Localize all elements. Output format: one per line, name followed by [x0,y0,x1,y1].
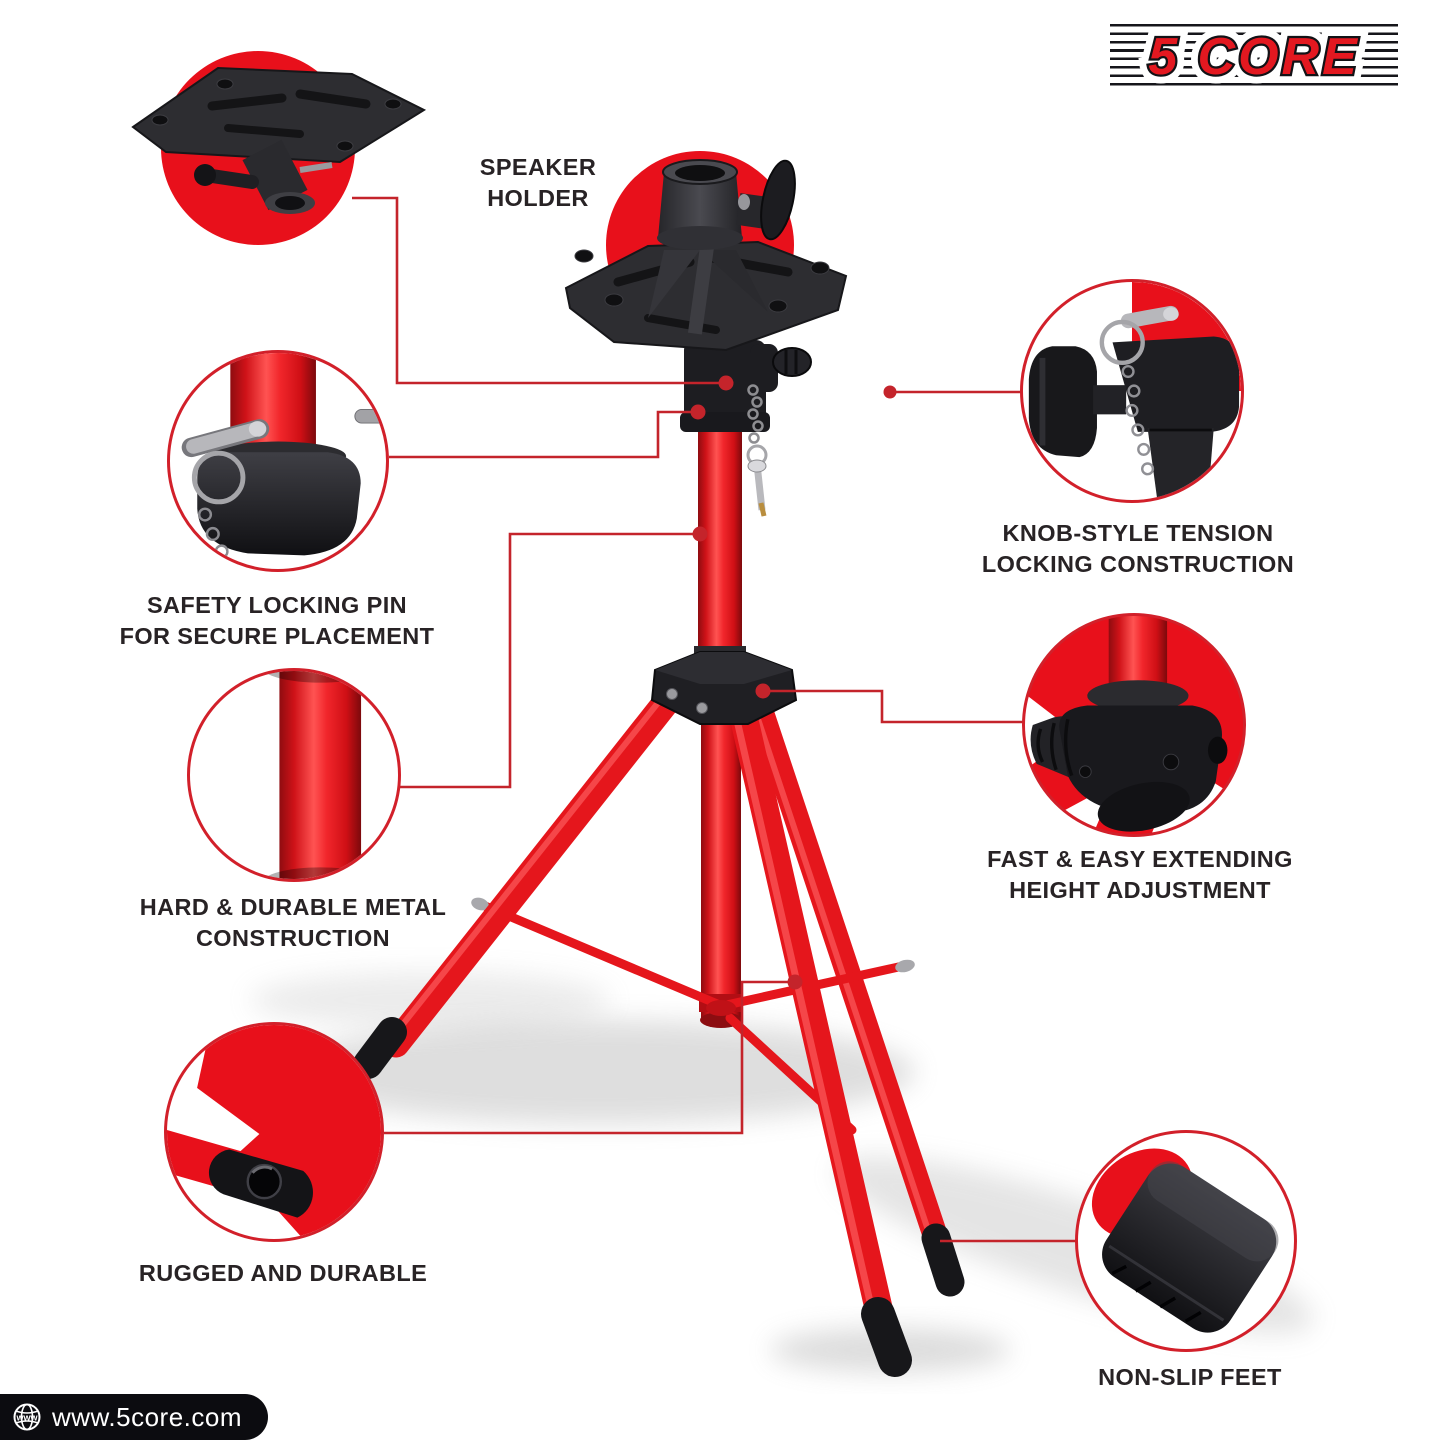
connector-rugged [384,980,795,1135]
callout-rugged-joint [164,1022,384,1242]
connector-safety-pin [389,410,698,459]
callout-tension-knob [1020,279,1244,503]
callout-safety-pin [167,350,389,572]
connector-height [763,689,1023,724]
label-feet: NON-SLIP FEET [1098,1364,1282,1390]
rear-foot-cap [921,1223,965,1297]
lower-pole [701,712,741,1020]
logo-halo: 5 CORE [1148,28,1360,86]
label-metal: HARD & DURABLE METAL CONSTRUCTION [139,894,447,952]
callout-metal-pole [187,668,401,882]
safety-pin [747,459,767,517]
connector-metal [400,532,700,789]
callout-nonslip-foot [1075,1130,1297,1352]
label-knob: KNOB-STYLE TENSION LOCKING CONSTRUCTION [981,520,1295,578]
label-height: FAST & EASY EXTENDING HEIGHT ADJUSTMENT [987,846,1293,904]
logo-text: 5 CORE [1148,28,1360,86]
front-leg [724,678,898,1346]
label-safety-pin: SAFETY LOCKING PIN FOR SECURE PLACEMENT [119,592,435,650]
tension-knob [772,347,812,377]
website-url: www.5core.com [52,1401,242,1432]
globe-www-label: www [15,1413,38,1423]
leg-hub [650,646,798,725]
tripod-stand [353,340,965,1377]
speaker-holder-closeup [564,151,848,352]
logo-stripes [1110,24,1398,86]
connector-speaker-plate [352,196,726,385]
plate-clamp-knob [194,164,216,186]
left-leg [382,658,704,1058]
left-foot-cap [353,1017,407,1079]
safety-pin-chain [746,384,768,466]
speaker-plate-closeup [131,51,427,245]
center-pole [698,420,742,672]
label-rugged: RUGGED AND DURABLE [138,1260,428,1286]
globe-icon: www [13,1403,41,1431]
callout-height-hub [1022,613,1246,837]
brand-logo: 5 CORE 5 CORE [1106,12,1402,98]
label-speaker-holder: SPEAKER HOLDER [479,154,597,212]
front-foot-cap [861,1297,912,1377]
rear-leg [737,665,953,1263]
mount-wing-knob [760,159,796,241]
connector-lines [352,196,1076,1243]
connector-dots [690,375,897,990]
website-pill: www www.5core.com [0,1394,268,1440]
